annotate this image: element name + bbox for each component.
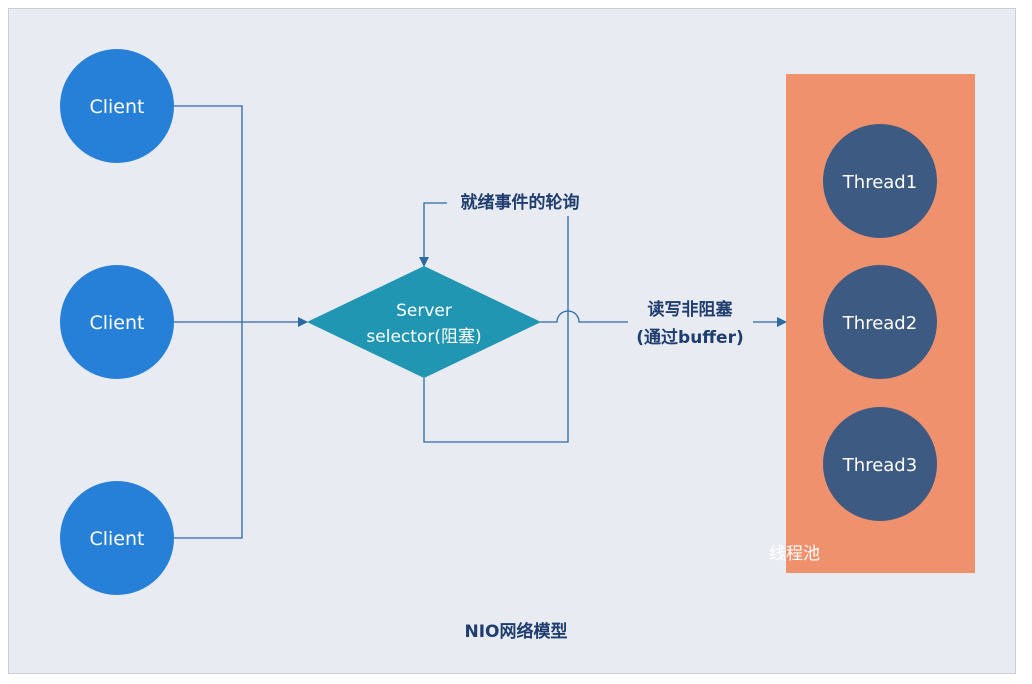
rw-label-line2: (通过buffer) [636,328,744,348]
thread-node [823,407,937,521]
client-label: Client [89,96,144,118]
client-label: Client [89,528,144,550]
thread-node [823,265,937,379]
thread-pool-label: 线程池 [769,544,820,564]
server-diamond [307,266,541,378]
poll-label-bg [447,188,593,216]
client-1: Client [60,49,174,163]
thread-1: Thread1 [823,124,937,238]
thread-node [823,124,937,238]
thread-label: Thread3 [842,455,917,476]
thread-3: Thread3 [823,407,937,521]
server-to-pool-arrow [539,310,787,327]
client-node [60,481,174,595]
client1-connector [174,105,243,322]
thread-label: Thread1 [842,172,917,193]
client-label: Client [89,312,144,334]
rw-label-line1: 读写非阻塞 [648,299,734,320]
client-node [60,265,174,379]
client-2: Client [60,265,174,379]
thread-label: Thread2 [842,313,917,334]
poll-label: 就绪事件的轮询 [461,192,580,213]
server-selector: Server selector(阻塞) [307,266,541,378]
poll-loop [419,202,569,443]
client3-connector [174,322,243,539]
client-3: Client [60,481,174,595]
thread-2: Thread2 [823,265,937,379]
diagram-caption: NIO网络模型 [464,621,567,642]
client-node [60,49,174,163]
server-label-line2: selector(阻塞) [366,327,481,347]
rw-label-bg [628,296,753,350]
connectors [174,105,787,539]
server-label-line1: Server [396,301,452,321]
